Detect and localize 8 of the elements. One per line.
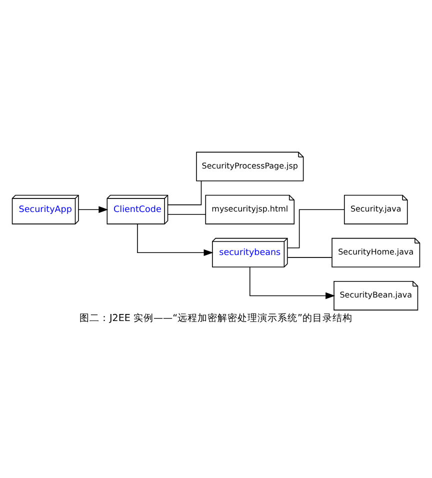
arrow [78, 206, 108, 212]
connector [287, 208, 345, 248]
connector [167, 180, 202, 205]
caption: 图二：J2EE 实例——“远程加密解密处理演示系统”的目录结构 [80, 312, 352, 324]
arrow [250, 266, 336, 299]
arrow [137, 223, 214, 256]
connector [167, 213, 206, 214]
connector [287, 256, 332, 258]
